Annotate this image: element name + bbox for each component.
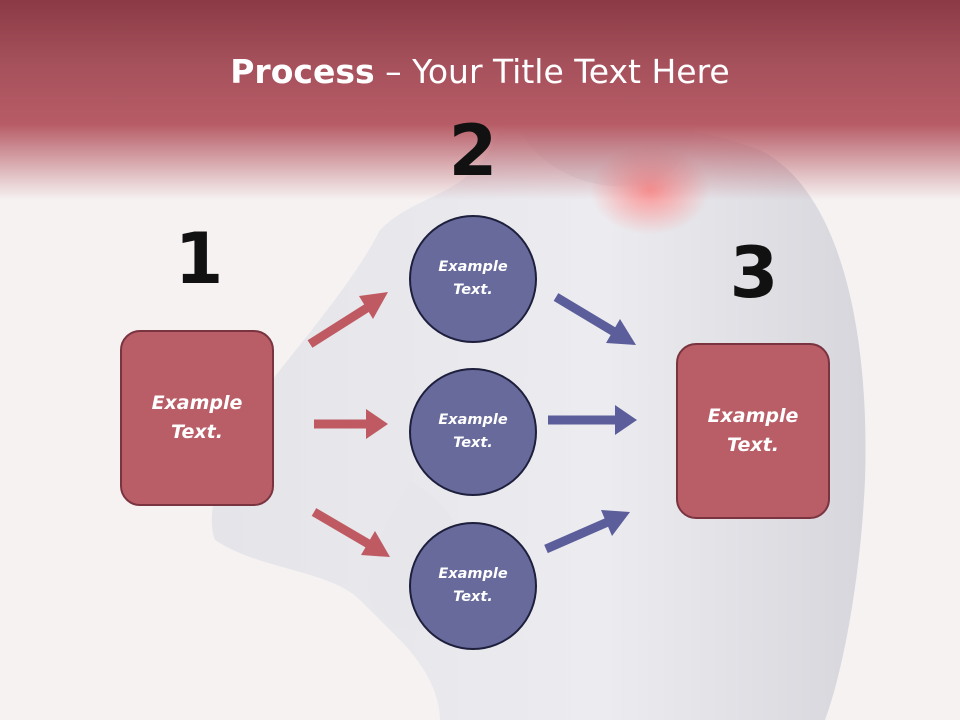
blue-arrow-down xyxy=(553,293,636,345)
circle-bottom-line2: Text. xyxy=(453,589,493,605)
blue-arrow-middle xyxy=(548,405,637,435)
red-arrow-down xyxy=(311,508,390,557)
circle-middle-line2: Text. xyxy=(453,435,493,451)
red-arrow-up xyxy=(307,292,388,348)
left-box-line2: Text. xyxy=(171,421,223,443)
title-bold: Process xyxy=(230,52,375,91)
circle-bottom-line1: Example xyxy=(438,566,508,582)
step-number-3: 3 xyxy=(729,232,779,314)
header-band xyxy=(0,0,960,200)
circle-middle-line1: Example xyxy=(438,412,508,428)
slide-title: Process – Your Title Text Here xyxy=(0,52,960,91)
circle-top-line1: Example xyxy=(438,259,508,275)
red-arrow-middle xyxy=(314,409,388,439)
step-number-1: 1 xyxy=(174,218,224,300)
circle-top-line2: Text. xyxy=(453,282,493,298)
blue-arrow-up xyxy=(544,510,630,554)
right-box-line2: Text. xyxy=(727,434,779,456)
right-box-line1: Example xyxy=(707,405,799,427)
left-box-line1: Example xyxy=(151,392,243,414)
title-rest: – Your Title Text Here xyxy=(374,52,730,91)
step-number-2: 2 xyxy=(448,110,498,192)
